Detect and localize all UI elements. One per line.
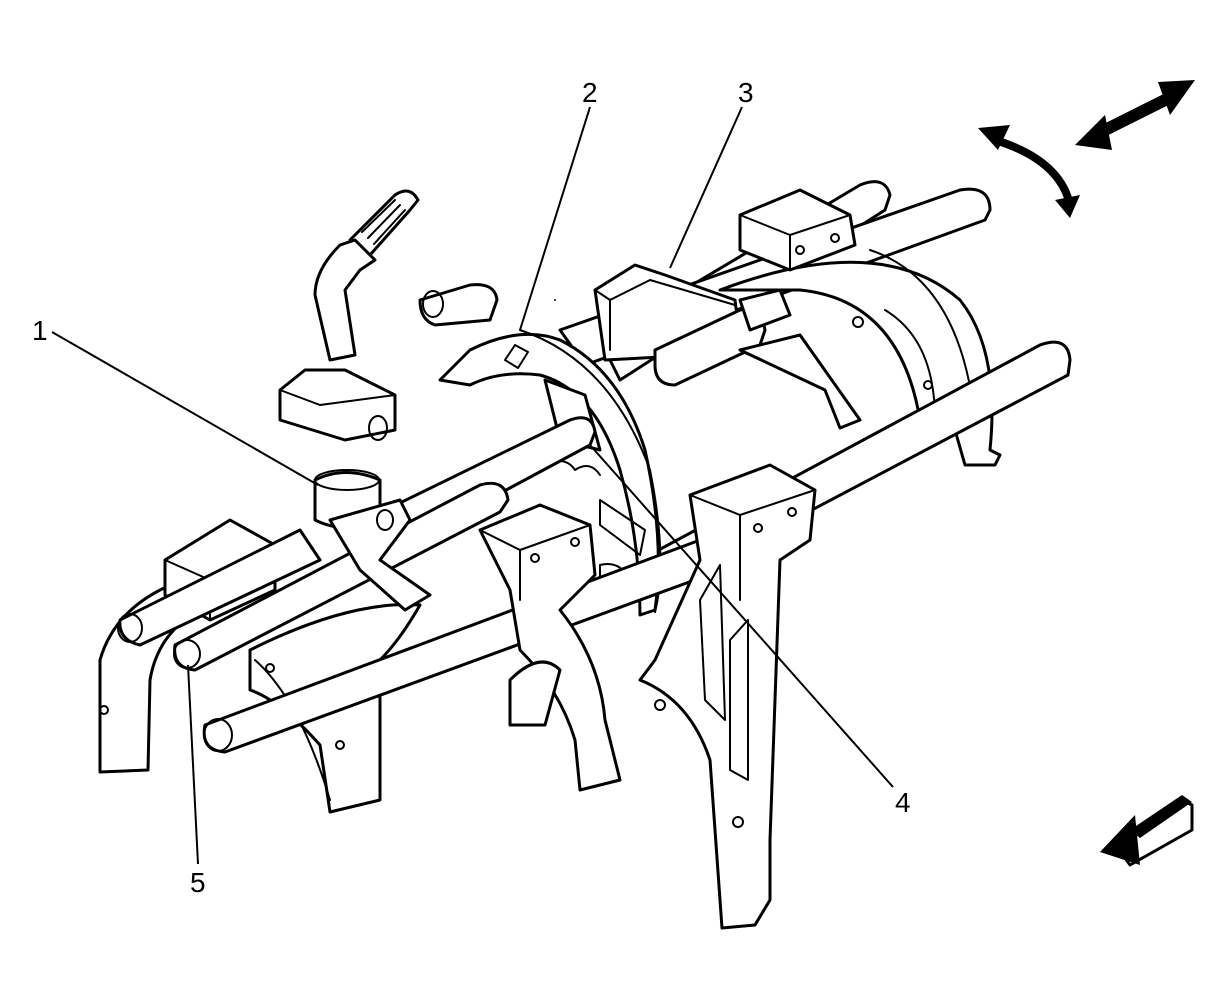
front-center-shift-fork	[478, 503, 622, 792]
leader-line-2	[519, 106, 591, 331]
callout-3: 3	[738, 77, 754, 108]
item-1-selector-lever	[278, 189, 432, 612]
view-direction-arrow-icon	[1100, 795, 1194, 867]
left-shift-rail	[117, 528, 322, 647]
callout-4: 4	[895, 787, 911, 818]
front-right-shift-fork	[638, 463, 817, 930]
leader-lines	[51, 106, 894, 865]
leader-line-4	[589, 444, 894, 788]
callout-1: 1	[32, 315, 48, 346]
curved-double-arrow-icon	[978, 125, 1080, 218]
leader-line-5	[187, 664, 199, 865]
item-3-interlock-bracket	[593, 263, 862, 430]
back-short-rail	[418, 283, 499, 327]
straight-double-arrow-icon	[1075, 80, 1195, 150]
rear-fork-block	[738, 188, 857, 272]
leader-line-1	[51, 331, 319, 486]
callout-2: 2	[582, 77, 598, 108]
leader-line-3	[669, 106, 743, 269]
callout-5: 5	[190, 867, 206, 898]
item-5-selector-rail	[173, 481, 510, 672]
